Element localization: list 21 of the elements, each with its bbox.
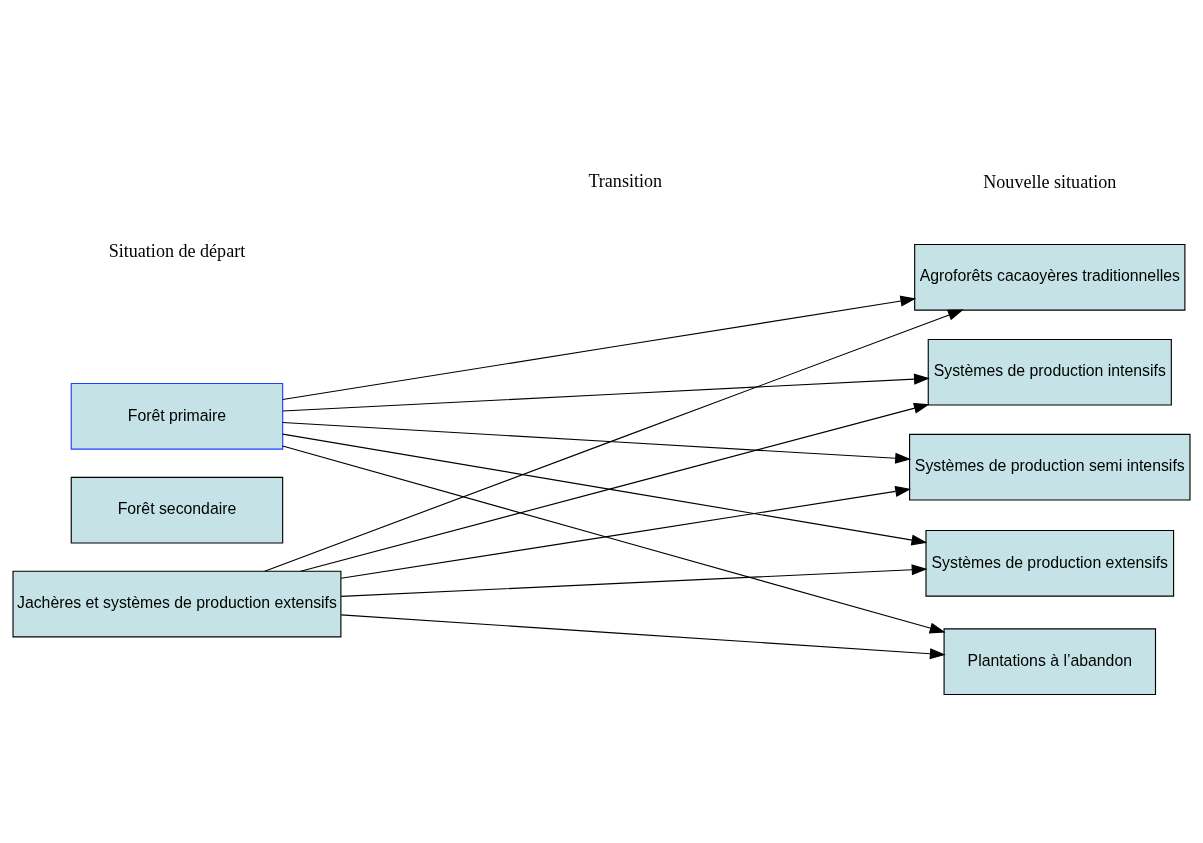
arrow xyxy=(282,295,917,400)
arrow xyxy=(282,445,946,633)
label: Situation de départ xyxy=(108,240,246,261)
node-box: Forêt secondaire xyxy=(70,476,284,544)
arrow xyxy=(340,485,912,579)
arrow xyxy=(340,613,946,659)
node-box: Systèmes de production extensifs xyxy=(925,529,1175,597)
node-box: Systèmes de production intensifs xyxy=(927,338,1172,406)
arrow xyxy=(282,373,930,412)
node-box: Plantations à l’abandon xyxy=(943,627,1157,695)
arrow xyxy=(340,563,928,597)
node-box: Systèmes de production semi intensifs xyxy=(909,433,1191,501)
node-box: Forêt primaire xyxy=(70,382,284,450)
arrow xyxy=(282,433,928,546)
node-box: Agroforêts cacaoyères traditionnelles xyxy=(914,243,1186,311)
label: Nouvelle situation xyxy=(983,171,1117,192)
label: Transition xyxy=(588,170,663,191)
arrow xyxy=(264,308,964,572)
arrow xyxy=(282,421,911,464)
arrow xyxy=(300,402,930,572)
node-box: Jachères et systèmes de production extensifs xyxy=(12,570,342,637)
